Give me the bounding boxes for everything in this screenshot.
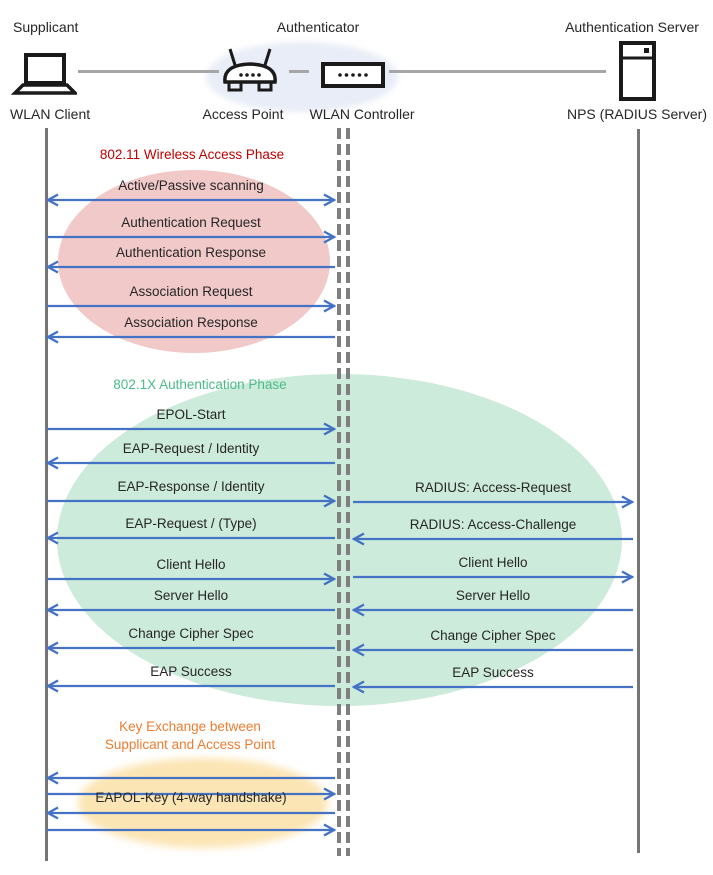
msg-client-hello-supplicant-arrow: [47, 572, 336, 586]
msg-radius-access-request-label: RADIUS: Access-Request: [414, 480, 572, 495]
role-supplicant: Supplicant: [13, 19, 79, 35]
msg-server-hello-supplicant-arrow: [46, 603, 335, 617]
msg-authentication-response-label: Authentication Response: [115, 245, 267, 260]
phase-title-key-exchange: Key Exchange between Supplicant and Acce…: [40, 718, 340, 754]
phase-title-8021x-auth: 802.1X Authentication Phase: [113, 377, 287, 392]
msg-eap-request-identity-label: EAP-Request / Identity: [122, 441, 260, 456]
msg-authentication-request: Authentication Request: [46, 215, 336, 245]
phase-ellipse-key-exchange: [78, 758, 328, 848]
msg-radius-access-challenge-label: RADIUS: Access-Challenge: [409, 517, 577, 532]
msg-association-response: Association Response: [46, 315, 336, 345]
msg-eap-response-identity-label: EAP-Response / Identity: [117, 479, 265, 494]
msg-eap-response-identity: EAP-Response / Identity: [46, 479, 336, 509]
msg-eap-success-radius-label: EAP Success: [452, 665, 534, 680]
msg-eapol-key-4way-handshake-label: EAPOL-Key (4-way handshake): [95, 790, 287, 805]
role-authenticator: Authenticator: [276, 19, 360, 35]
msg-authentication-response: Authentication Response: [46, 245, 336, 275]
lifeline-wlan-controller-dash-2: [346, 128, 350, 856]
msg-client-hello-radius-label: Client Hello: [458, 555, 528, 570]
msg-change-cipher-spec-radius: Change Cipher Spec: [352, 628, 634, 658]
server-icon: [619, 41, 656, 101]
msg-server-hello-radius-label: Server Hello: [455, 588, 531, 603]
connector-controller-to-server: [389, 70, 606, 73]
msg-client-hello-supplicant-label: Client Hello: [156, 557, 226, 572]
msg-eap-request-type-arrow: [46, 531, 335, 545]
msg-key-exchange-arrow-1-arrow: [46, 771, 335, 785]
msg-epol-start: EPOL-Start: [46, 407, 336, 437]
msg-eap-request-identity: EAP-Request / Identity: [46, 441, 336, 471]
msg-change-cipher-spec-supplicant: Change Cipher Spec: [46, 626, 336, 656]
role-authentication-server: Authentication Server: [565, 19, 699, 35]
msg-authentication-request-label: Authentication Request: [121, 215, 261, 230]
msg-association-request-arrow: [47, 299, 336, 313]
msg-association-request: Association Request: [46, 284, 336, 314]
msg-key-exchange-arrow-2: [46, 786, 336, 802]
msg-active-passive-scanning-arrow: [46, 193, 336, 207]
connector-client-to-ap: [78, 70, 219, 73]
msg-eapol-key-4way-handshake-arrow: [46, 806, 335, 820]
msg-eap-success-supplicant: EAP Success: [46, 664, 336, 694]
device-label-wlan-client: WLAN Client: [10, 106, 91, 122]
msg-association-response-arrow: [46, 330, 335, 344]
msg-client-hello-radius-arrow: [353, 570, 634, 584]
msg-epol-start-arrow: [47, 422, 336, 436]
msg-association-response-label: Association Response: [124, 315, 258, 330]
msg-key-exchange-arrow-4-arrow: [47, 823, 336, 837]
msg-association-request-label: Association Request: [129, 284, 253, 299]
laptop-icon: [11, 53, 77, 95]
msg-change-cipher-spec-radius-arrow: [352, 643, 633, 657]
msg-active-passive-scanning-label: Active/Passive scanning: [118, 178, 264, 193]
msg-eap-response-identity-arrow: [47, 494, 336, 508]
msg-server-hello-supplicant-label: Server Hello: [153, 588, 229, 603]
msg-client-hello-supplicant: Client Hello: [46, 557, 336, 587]
msg-eapol-key-4way-handshake: EAPOL-Key (4-way handshake): [46, 790, 336, 821]
msg-server-hello-supplicant: Server Hello: [46, 588, 336, 618]
device-label-wlan-controller: WLAN Controller: [309, 106, 415, 122]
msg-authentication-request-arrow: [47, 230, 336, 244]
msg-change-cipher-spec-supplicant-arrow: [46, 641, 335, 655]
msg-key-exchange-arrow-4: [46, 822, 336, 838]
access-point-icon: [223, 48, 277, 92]
msg-eap-success-supplicant-label: EAP Success: [150, 664, 232, 679]
msg-radius-access-request-arrow: [353, 495, 634, 509]
msg-eap-request-type: EAP-Request / (Type): [46, 516, 336, 546]
lifeline-wlan-controller-dash-1: [337, 128, 341, 856]
msg-eap-request-identity-arrow: [46, 456, 335, 470]
msg-change-cipher-spec-radius-label: Change Cipher Spec: [430, 628, 556, 643]
lifeline-wlan-client: [45, 128, 48, 861]
msg-radius-access-challenge: RADIUS: Access-Challenge: [352, 517, 634, 547]
msg-epol-start-label: EPOL-Start: [156, 407, 226, 422]
phase-title-wireless-access: 802.11 Wireless Access Phase: [99, 147, 285, 162]
msg-client-hello-radius: Client Hello: [352, 555, 634, 585]
msg-authentication-response-arrow: [46, 260, 335, 274]
lifeline-nps-server: [637, 129, 640, 853]
device-label-nps: NPS (RADIUS Server): [566, 106, 708, 122]
phase-title-key-exchange-line2: Supplicant and Access Point: [104, 737, 276, 752]
msg-change-cipher-spec-supplicant-label: Change Cipher Spec: [128, 626, 254, 641]
msg-server-hello-radius-arrow: [352, 603, 633, 617]
msg-eap-success-radius-arrow: [352, 680, 633, 694]
msg-radius-access-request: RADIUS: Access-Request: [352, 480, 634, 510]
msg-key-exchange-arrow-1: [46, 770, 336, 786]
msg-active-passive-scanning: Active/Passive scanning: [46, 178, 336, 208]
phase-title-key-exchange-line1: Key Exchange between: [119, 719, 261, 734]
msg-eap-success-supplicant-arrow: [46, 679, 335, 693]
msg-eap-success-radius: EAP Success: [352, 665, 634, 695]
device-label-access-point: Access Point: [202, 106, 284, 122]
msg-server-hello-radius: Server Hello: [352, 588, 634, 618]
connector-ap-to-controller: [289, 70, 309, 73]
msg-key-exchange-arrow-2-arrow: [47, 787, 336, 801]
msg-eap-request-type-label: EAP-Request / (Type): [125, 516, 257, 531]
msg-radius-access-challenge-arrow: [352, 532, 633, 546]
wlan-controller-icon: [321, 62, 385, 88]
